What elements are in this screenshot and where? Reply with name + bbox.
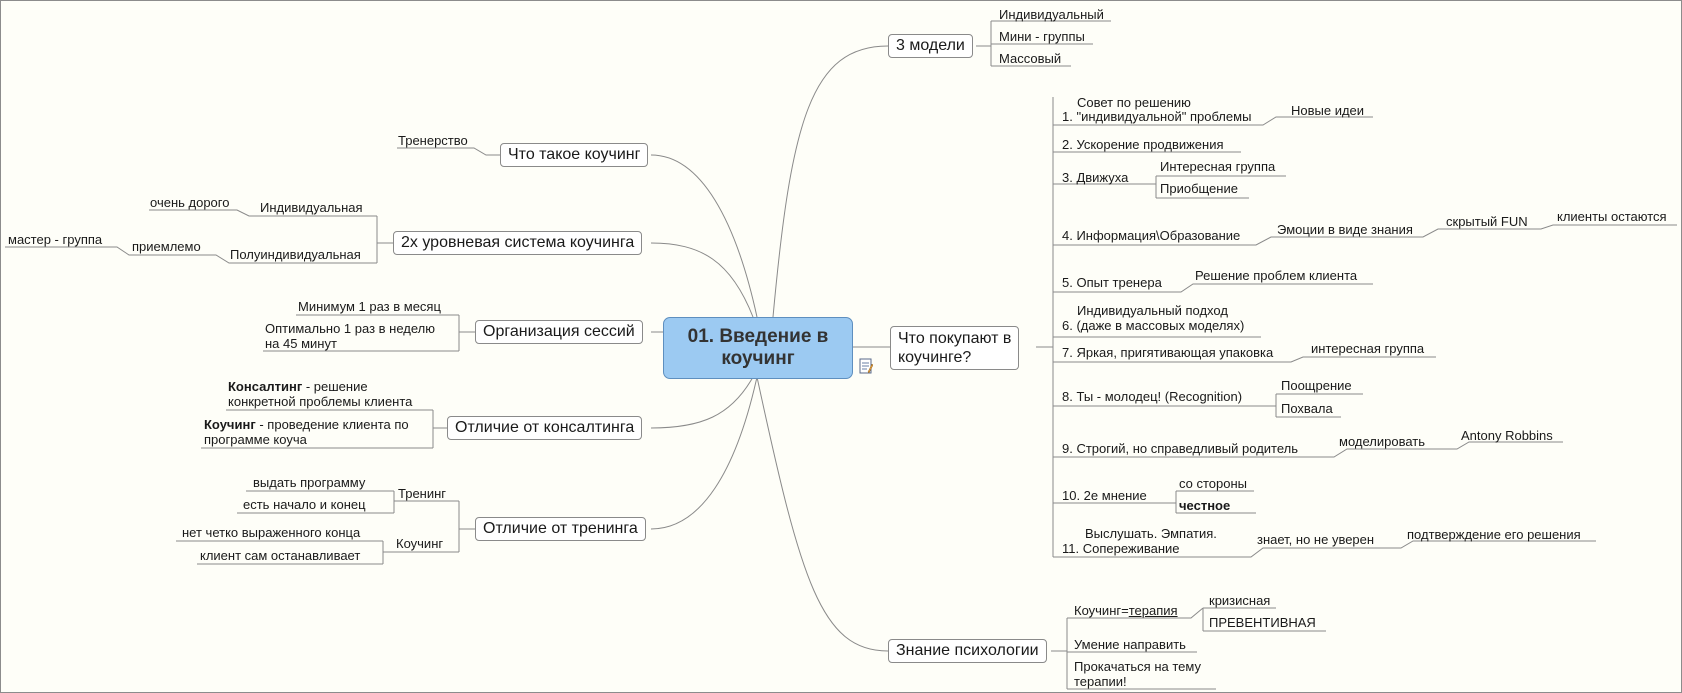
- buy-item-1-child[interactable]: Новые идеи: [1291, 103, 1365, 118]
- training-coaching-node[interactable]: Коучинг: [396, 536, 444, 551]
- buy-item-4-child-c[interactable]: клиенты остаются: [1557, 209, 1667, 224]
- topic-label: Отличие от тренинга: [483, 520, 638, 537]
- buy-item-1-line2[interactable]: 1. "индивидуальной" проблемы: [1062, 109, 1252, 124]
- buy-item-4[interactable]: 4. Информация\Образование: [1062, 228, 1241, 243]
- topic-vs-consulting[interactable]: Отличие от консалтинга: [447, 416, 643, 440]
- consulting-definition-line1[interactable]: Консалтинг - решение: [228, 379, 368, 394]
- buy-item-8-child-b[interactable]: Похвала: [1281, 401, 1333, 416]
- buy-item-9-child-a[interactable]: моделировать: [1339, 434, 1426, 449]
- psych-direct[interactable]: Умение направить: [1074, 637, 1186, 652]
- topic-sessions[interactable]: Организация сессий: [475, 320, 643, 344]
- topic-label: Организация сессий: [483, 323, 635, 340]
- buy-item-6-line2[interactable]: 6. (даже в массовых моделях): [1062, 318, 1245, 333]
- two-level-master-group[interactable]: мастер - группа: [8, 232, 103, 247]
- topic-label: 3 модели: [896, 37, 965, 54]
- topic-vs-training[interactable]: Отличие от тренинга: [475, 517, 646, 541]
- topic-label: 2х уровневая система коучинга: [401, 234, 635, 251]
- training-no-end[interactable]: нет четко выраженного конца: [182, 525, 361, 540]
- psych-coaching-prefix: Коучинг=: [1074, 603, 1129, 618]
- psych-pump-line1[interactable]: Прокачаться на тему: [1074, 659, 1201, 674]
- buy-item-7-child[interactable]: интересная группа: [1311, 341, 1425, 356]
- buy-item-10[interactable]: 10. 2е мнение: [1062, 488, 1147, 503]
- training-client-stops[interactable]: клиент сам останавливает: [200, 548, 361, 563]
- training-program[interactable]: выдать программу: [253, 475, 366, 490]
- buy-item-11-line2[interactable]: 11. Сопереживание: [1062, 541, 1180, 556]
- buy-item-6-line1[interactable]: Индивидуальный подход: [1077, 303, 1228, 318]
- coaching-definition-line1[interactable]: Коучинг - проведение клиента по: [204, 417, 409, 432]
- buy-item-3-child-b[interactable]: Приобщение: [1160, 181, 1238, 196]
- two-level-individual[interactable]: Индивидуальная: [260, 200, 363, 215]
- topic-label-line1: Что покупают в: [898, 330, 1012, 347]
- psych-crisis[interactable]: кризисная: [1209, 593, 1271, 608]
- topic-label: Знание психологии: [896, 642, 1039, 659]
- coaching-definition-line2[interactable]: программе коуча: [204, 432, 307, 447]
- model-individual[interactable]: Индивидуальный: [999, 7, 1104, 22]
- buy-item-10-child-b[interactable]: честное: [1179, 498, 1231, 513]
- topic-two-level-system[interactable]: 2х уровневая система коучинга: [393, 231, 643, 255]
- topic-what-buy[interactable]: Что покупают в коучинге?: [890, 326, 1020, 370]
- buy-item-9[interactable]: 9. Строгий, но справедливый родитель: [1062, 441, 1299, 456]
- sessions-monthly[interactable]: Минимум 1 раз в месяц: [298, 299, 441, 314]
- topic-label: Отличие от консалтинга: [455, 419, 635, 436]
- buy-item-11-child-a[interactable]: знает, но не уверен: [1257, 532, 1375, 547]
- buy-item-7[interactable]: 7. Яркая, пригятивающая упаковка: [1062, 345, 1274, 360]
- buy-item-11-line1[interactable]: Выслушать. Эмпатия.: [1085, 526, 1217, 541]
- buy-item-4-child-a[interactable]: Эмоции в виде знания: [1277, 222, 1413, 237]
- training-node[interactable]: Тренинг: [398, 486, 447, 501]
- psych-pump-line2[interactable]: терапии!: [1074, 674, 1127, 689]
- buy-item-1-line1[interactable]: Совет по решению: [1077, 95, 1191, 110]
- root-topic-label: 01. Введение в коучинг: [687, 326, 829, 369]
- buy-item-11-child-b[interactable]: подтверждение его решения: [1407, 527, 1581, 542]
- consulting-definition-line2[interactable]: конкретной проблемы клиента: [228, 394, 413, 409]
- training-begin-end[interactable]: есть начало и конец: [243, 497, 366, 512]
- consulting-desc: - решение: [302, 379, 368, 394]
- buy-item-2[interactable]: 2. Ускорение продвижения: [1062, 137, 1224, 152]
- topic-3-models[interactable]: 3 модели: [888, 34, 973, 58]
- buy-item-3-child-a[interactable]: Интересная группа: [1160, 159, 1276, 174]
- topic-what-is-coaching[interactable]: Что такое коучинг: [500, 143, 649, 167]
- psych-coaching-therapy[interactable]: Коучинг=терапия: [1074, 603, 1178, 618]
- two-level-semi-note[interactable]: приемлемо: [132, 239, 201, 254]
- buy-item-8-child-a[interactable]: Поощрение: [1281, 378, 1352, 393]
- topic-psychology[interactable]: Знание психологии: [888, 639, 1047, 663]
- sessions-weekly-line2[interactable]: на 45 минут: [265, 336, 337, 351]
- topic-label-line2: коучинге?: [898, 349, 972, 366]
- buy-item-4-child-b[interactable]: скрытый FUN: [1446, 214, 1528, 229]
- sessions-weekly-line1[interactable]: Оптимально 1 раз в неделю: [265, 321, 436, 336]
- coaching-term: Коучинг: [204, 417, 256, 432]
- root-topic[interactable]: 01. Введение в коучинг: [663, 317, 853, 379]
- buy-item-9-child-b[interactable]: Antony Robbins: [1461, 428, 1553, 443]
- trainership[interactable]: Тренерство: [398, 133, 468, 148]
- model-mass[interactable]: Массовый: [999, 51, 1062, 66]
- buy-item-8[interactable]: 8. Ты - молодец! (Recognition): [1062, 389, 1243, 404]
- coaching-desc: - проведение клиента по: [255, 417, 409, 432]
- buy-item-3[interactable]: 3. Движуха: [1062, 170, 1129, 185]
- two-level-semi[interactable]: Полуиндивидуальная: [230, 247, 361, 262]
- topic-label: Что такое коучинг: [508, 146, 641, 163]
- buy-item-5[interactable]: 5. Опыт тренера: [1062, 275, 1162, 290]
- psych-preventive[interactable]: ПРЕВЕНТИВНАЯ: [1209, 615, 1316, 630]
- buy-item-10-child-a[interactable]: со стороны: [1179, 476, 1248, 491]
- therapy-link[interactable]: терапия: [1128, 603, 1178, 618]
- consulting-term: Консалтинг: [228, 379, 303, 394]
- buy-item-5-child[interactable]: Решение проблем клиента: [1195, 268, 1358, 283]
- two-level-individual-note[interactable]: очень дорого: [150, 195, 230, 210]
- model-mini-groups[interactable]: Мини - группы: [999, 29, 1085, 44]
- note-icon[interactable]: [859, 358, 873, 374]
